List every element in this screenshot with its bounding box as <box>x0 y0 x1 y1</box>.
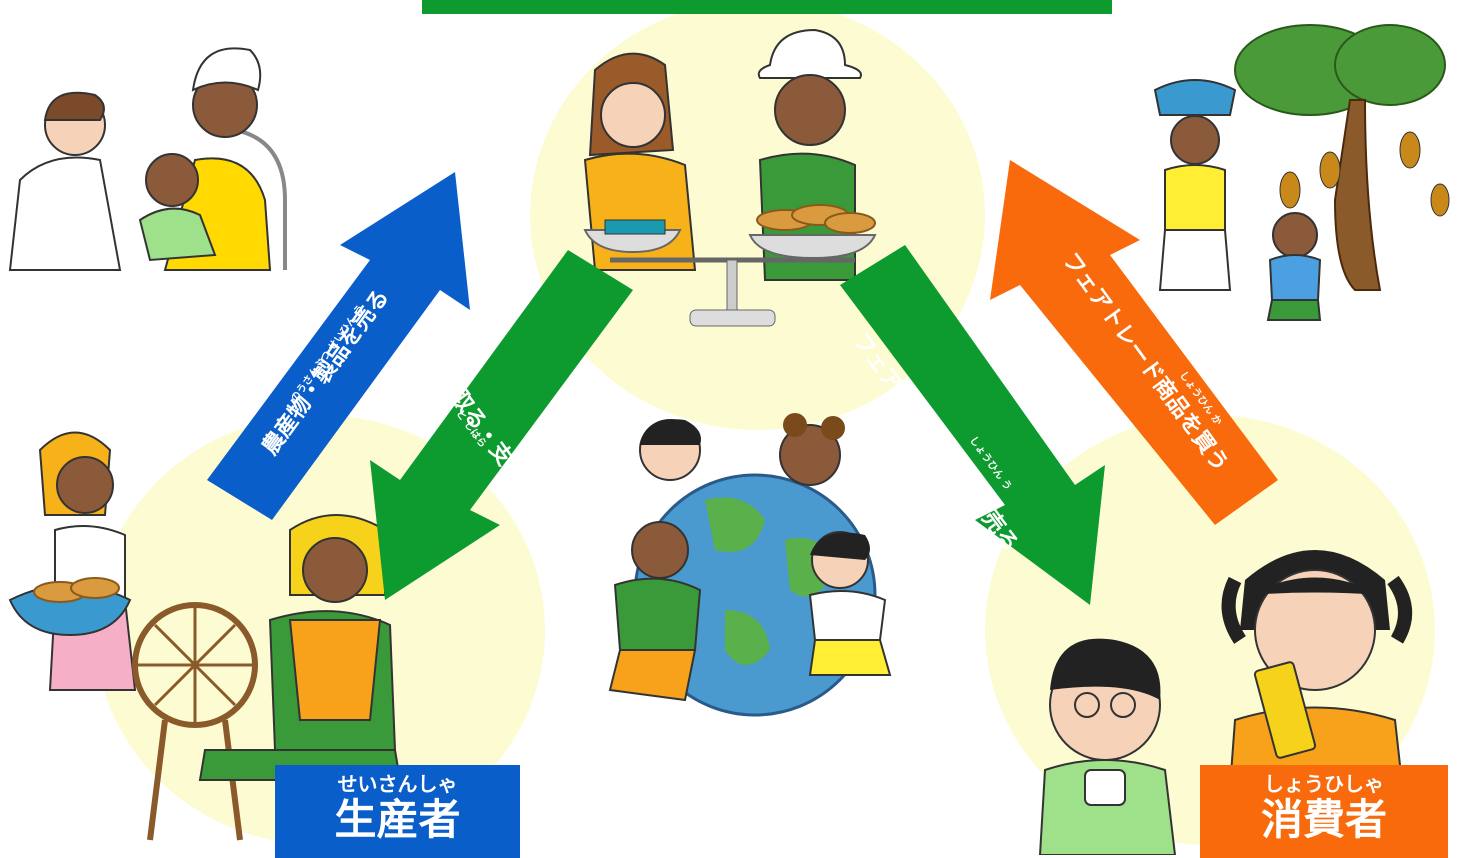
top-title-bar <box>422 0 1112 14</box>
cacao-tree-children-scene-icon <box>1150 10 1450 330</box>
spinning-wheel-producers-scene-icon <box>0 420 420 850</box>
producer-label-box: せいさんしゃ 生産者 <box>275 765 520 858</box>
children-around-globe-scene-icon <box>565 410 945 730</box>
producer-reading: せいさんしゃ <box>337 772 458 796</box>
trade-scale-scene-icon <box>555 20 885 330</box>
consumer-reading: しょうひしゃ <box>1264 772 1384 796</box>
consumer-label-box: しょうひしゃ 消費者 <box>1200 765 1448 858</box>
doctor-patient-scene-icon <box>0 30 300 275</box>
consumer-title: 消費者 <box>1260 795 1387 844</box>
producer-title: 生産者 <box>334 795 461 844</box>
